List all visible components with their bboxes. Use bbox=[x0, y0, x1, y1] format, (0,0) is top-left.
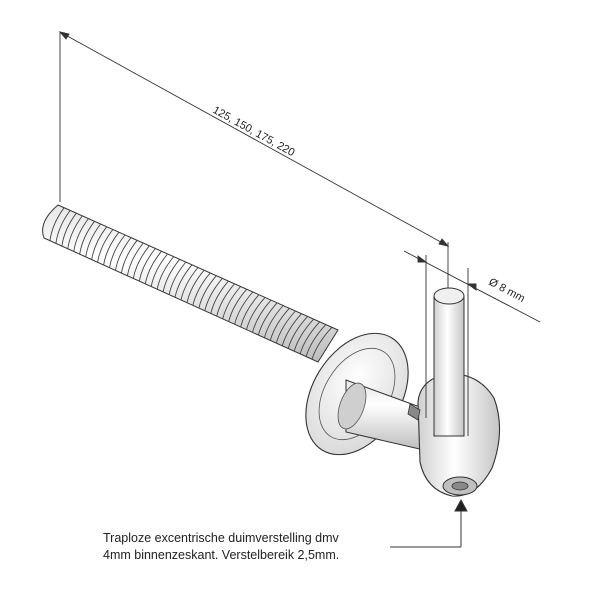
thread-line bbox=[55, 210, 71, 244]
thread-line bbox=[246, 297, 266, 330]
thread-line bbox=[174, 264, 193, 298]
thread-line bbox=[216, 283, 235, 317]
thread-line bbox=[115, 237, 132, 271]
thread-line bbox=[67, 215, 83, 249]
note-line-1: Traploze excentrische duimverstelling dm… bbox=[103, 531, 339, 545]
thread-line bbox=[186, 269, 205, 303]
thread-line bbox=[269, 307, 290, 341]
thread-line bbox=[109, 234, 126, 268]
thread-line bbox=[138, 248, 156, 282]
thread-line bbox=[132, 245, 150, 279]
length-dimension-label: 125, 150, 175, 220 bbox=[211, 104, 297, 159]
thread-line bbox=[281, 313, 302, 346]
thread-line bbox=[305, 324, 327, 357]
thread-line bbox=[61, 212, 77, 247]
thread-line bbox=[126, 242, 144, 276]
thread-line bbox=[120, 240, 138, 274]
thread-line bbox=[210, 280, 229, 314]
thread-line bbox=[263, 305, 284, 338]
threaded-rod bbox=[42, 204, 339, 363]
thread-line bbox=[162, 259, 181, 292]
thread-line bbox=[49, 207, 65, 241]
thread-line bbox=[311, 326, 333, 360]
thread-line bbox=[192, 272, 211, 306]
thread-line bbox=[252, 299, 272, 333]
thread-line bbox=[79, 221, 95, 255]
thread-line bbox=[97, 229, 114, 263]
thread-line bbox=[234, 291, 254, 325]
thread-line bbox=[299, 321, 321, 355]
thread-line bbox=[198, 275, 217, 309]
adjustment-note: Traploze excentrische duimverstelling dm… bbox=[103, 530, 403, 564]
thread-line bbox=[287, 316, 308, 349]
pin-neck bbox=[337, 379, 429, 451]
thread-line bbox=[150, 253, 168, 287]
thread-line bbox=[222, 286, 241, 320]
thread-line bbox=[91, 226, 108, 260]
thread-line bbox=[144, 250, 162, 284]
thread-line bbox=[85, 223, 101, 257]
thread-line bbox=[156, 256, 175, 290]
thread-line bbox=[168, 261, 187, 295]
diameter-dimension-label: Ø 8 mm bbox=[487, 276, 527, 305]
thread-line bbox=[228, 288, 248, 322]
thread-line bbox=[293, 318, 315, 352]
thread-line bbox=[240, 294, 260, 328]
thread-line bbox=[103, 231, 120, 266]
thread-line bbox=[204, 278, 223, 311]
adjuster-leader bbox=[390, 498, 468, 548]
vertical-pin bbox=[433, 287, 465, 437]
diameter-dimension bbox=[403, 250, 541, 436]
thread-line bbox=[275, 310, 296, 344]
thread-line bbox=[73, 218, 89, 252]
thread-line bbox=[180, 267, 199, 301]
thread-line bbox=[257, 302, 278, 336]
note-line-2: 4mm binnenzeskant. Verstelbereik 2,5mm. bbox=[103, 548, 340, 562]
